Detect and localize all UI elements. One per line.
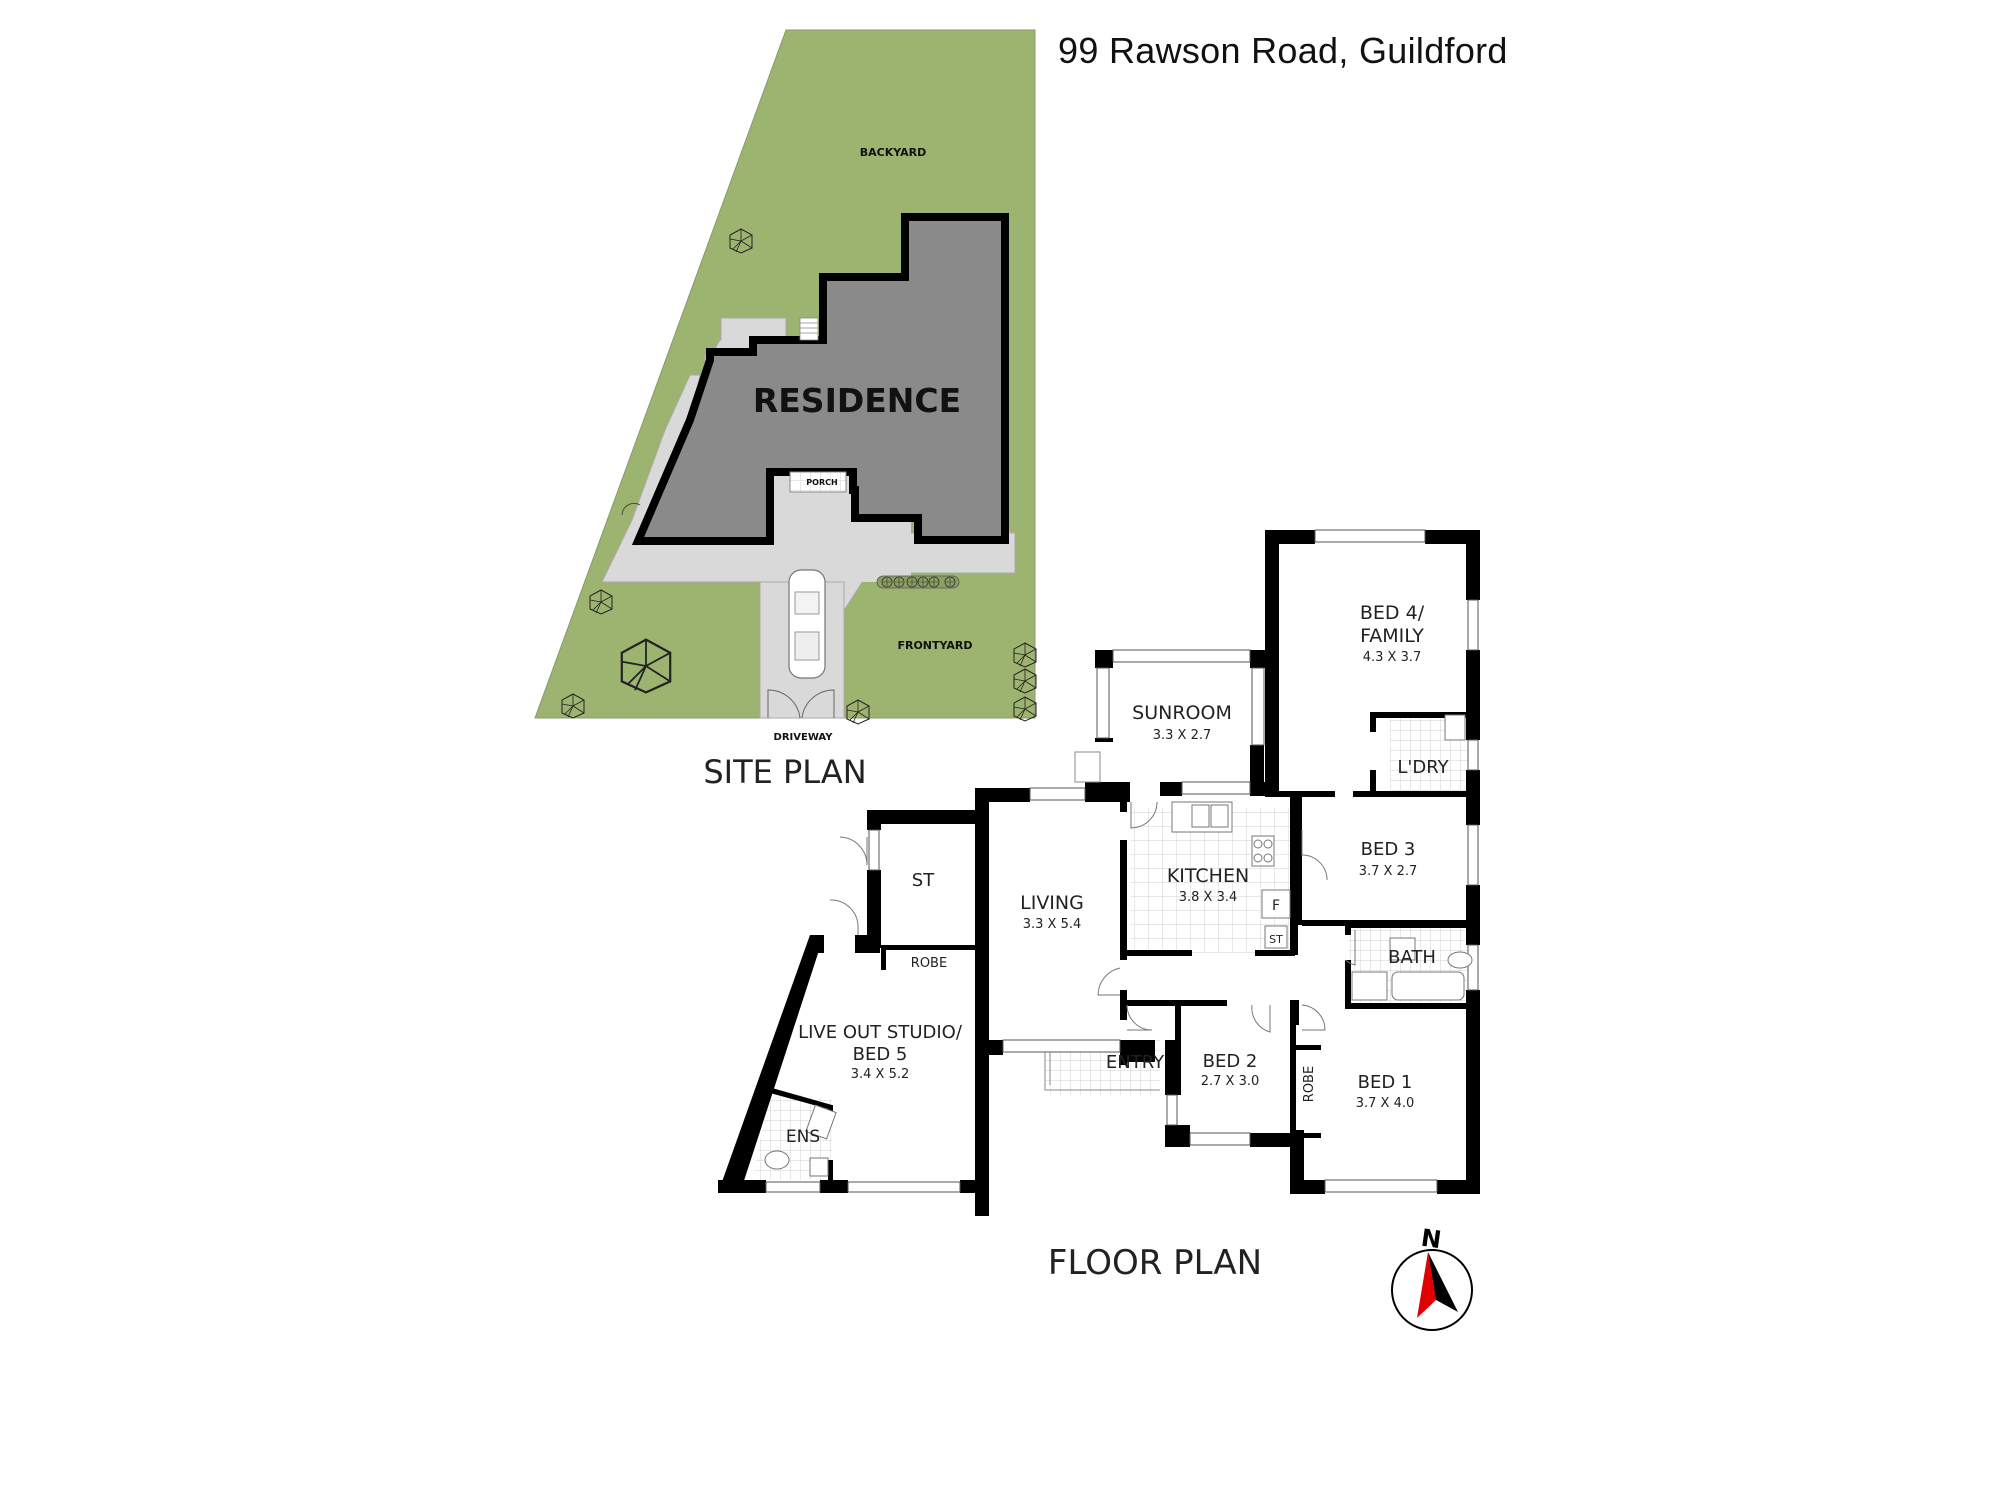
room-ensuite-name: ENS: [786, 1127, 820, 1147]
room-bed4-name2: FAMILY: [1360, 625, 1424, 647]
room-store-name: ST: [912, 870, 935, 891]
room-bed3-size: 3.7 X 2.7: [1359, 864, 1418, 879]
room-robe-studio-label: ROBE: [911, 956, 947, 971]
walls: [718, 530, 1480, 1216]
room-sunroom-name: SUNROOM: [1132, 702, 1232, 724]
room-studio-name: LIVE OUT STUDIO/: [798, 1022, 963, 1043]
room-living-size: 3.3 X 5.4: [1023, 917, 1082, 932]
room-bed2-size: 2.7 X 3.0: [1201, 1074, 1260, 1089]
site-plan-heading: SITE PLAN: [703, 753, 866, 791]
property-address-title: 99 Rawson Road, Guildford: [1058, 30, 1508, 71]
room-kitchen-size: 3.8 X 3.4: [1179, 890, 1238, 905]
room-fridge-label: F: [1272, 898, 1280, 914]
porch-label: PORCH: [806, 478, 837, 487]
room-sunroom-size: 3.3 X 2.7: [1153, 728, 1212, 743]
door-swings: [829, 801, 1356, 1033]
room-laundry-name: L'DRY: [1397, 757, 1449, 778]
room-bed2-name: BED 2: [1203, 1051, 1258, 1072]
north-arrow-icon: N: [1391, 1224, 1473, 1331]
car-icon: [788, 569, 826, 679]
residence-label: RESIDENCE: [753, 381, 961, 420]
windows: [765, 529, 1479, 1193]
room-living-name: LIVING: [1020, 892, 1084, 914]
room-bed1-size: 3.7 X 4.0: [1356, 1096, 1415, 1111]
room-entry-name: ENTRY: [1106, 1052, 1165, 1073]
site-plan: BACKYARD RESIDENCE PORCH FRONTYARD DRIVE…: [534, 29, 1037, 791]
floor-plan: BED 4/ FAMILY 4.3 X 3.7 SUNROOM 3.3 X 2.…: [718, 529, 1480, 1283]
room-studio-name2: BED 5: [853, 1044, 908, 1065]
room-kitchen-store-label: ST: [1269, 933, 1283, 946]
room-labels: BED 4/ FAMILY 4.3 X 3.7 SUNROOM 3.3 X 2.…: [786, 602, 1450, 1147]
floor-plan-heading: FLOOR PLAN: [1048, 1243, 1262, 1283]
north-label: N: [1419, 1224, 1443, 1255]
room-bed1-name: BED 1: [1358, 1072, 1413, 1093]
room-studio-size: 3.4 X 5.2: [851, 1067, 910, 1082]
room-bed4-name: BED 4/: [1360, 602, 1425, 624]
frontyard-label: FRONTYARD: [897, 639, 972, 652]
room-robe-bed1-label: ROBE: [1302, 1066, 1317, 1102]
room-bath-name: BATH: [1388, 947, 1436, 968]
room-kitchen-name: KITCHEN: [1167, 865, 1249, 887]
room-bed3-name: BED 3: [1361, 839, 1416, 860]
driveway-label: DRIVEWAY: [774, 732, 834, 743]
backyard-label: BACKYARD: [860, 146, 927, 159]
room-bed4-size: 4.3 X 3.7: [1363, 650, 1422, 665]
